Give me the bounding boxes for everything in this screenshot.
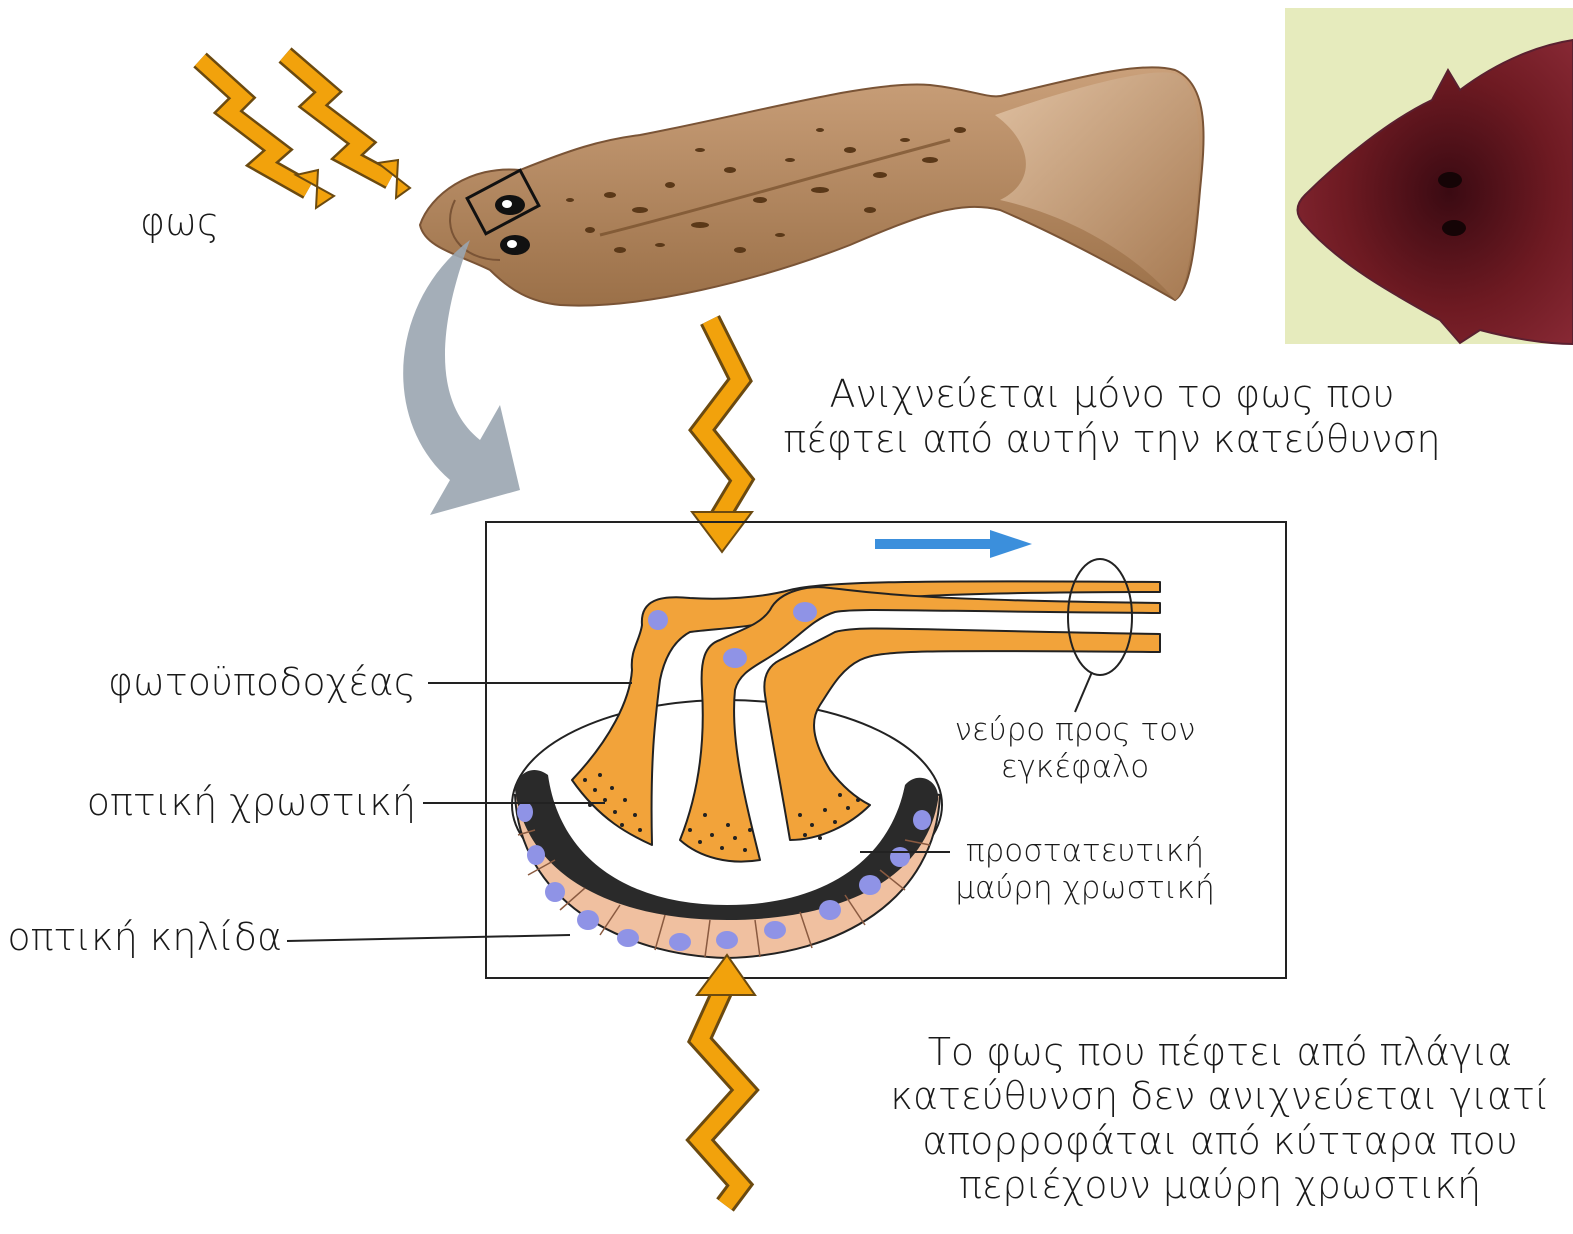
nerve-label-line-2: εγκέφαλο	[905, 749, 1245, 786]
light-label: φως	[140, 200, 219, 245]
flatworm-photo	[1285, 8, 1573, 344]
eyespot-label: οπτική κηλίδα	[0, 915, 282, 960]
lateral-light-arrow-icon	[697, 955, 755, 1205]
nerve-bundle-outline	[1068, 559, 1132, 675]
black-pigment-label-line-1: προστατευτική	[925, 833, 1245, 870]
directional-light-arrow-icon	[692, 320, 752, 552]
photoreceptor-label: φωτοϋποδοχέας	[20, 660, 416, 705]
photo-eyespot-icon	[1438, 172, 1462, 188]
nerve-label: νεύρο προς τον εγκέφαλο	[905, 712, 1245, 785]
black-pigment-label-line-2: μαύρη χρωστική	[925, 870, 1245, 907]
light-rays-icon	[200, 55, 410, 208]
bottom-caption: Το φως που πέφτει από πλάγια κατεύθυνση …	[870, 1030, 1570, 1208]
black-pigment-label: προστατευτική μαύρη χρωστική	[925, 833, 1245, 906]
bottom-caption-line-2: κατεύθυνση δεν ανιχνεύεται γιατί	[870, 1074, 1570, 1118]
nerve-signal-arrow-icon	[875, 530, 1032, 558]
bottom-caption-line-4: περιέχουν μαύρη χρωστική	[870, 1163, 1570, 1207]
bottom-caption-line-3: απορροφάται από κύτταρα που	[870, 1119, 1570, 1163]
top-caption: Ανιχνεύεται μόνο το φως που πέφτει από α…	[762, 372, 1462, 462]
visual-pigment-label: οπτική χρωστική	[20, 780, 416, 825]
top-caption-line-1: Ανιχνεύεται μόνο το φως που	[762, 372, 1462, 417]
nerve-label-line-1: νεύρο προς τον	[905, 712, 1245, 749]
top-caption-line-2: πέφτει από αυτήν την κατεύθυνση	[762, 417, 1462, 462]
flatworm-illustration	[420, 67, 1204, 305]
bottom-caption-line-1: Το φως που πέφτει από πλάγια	[870, 1030, 1570, 1074]
